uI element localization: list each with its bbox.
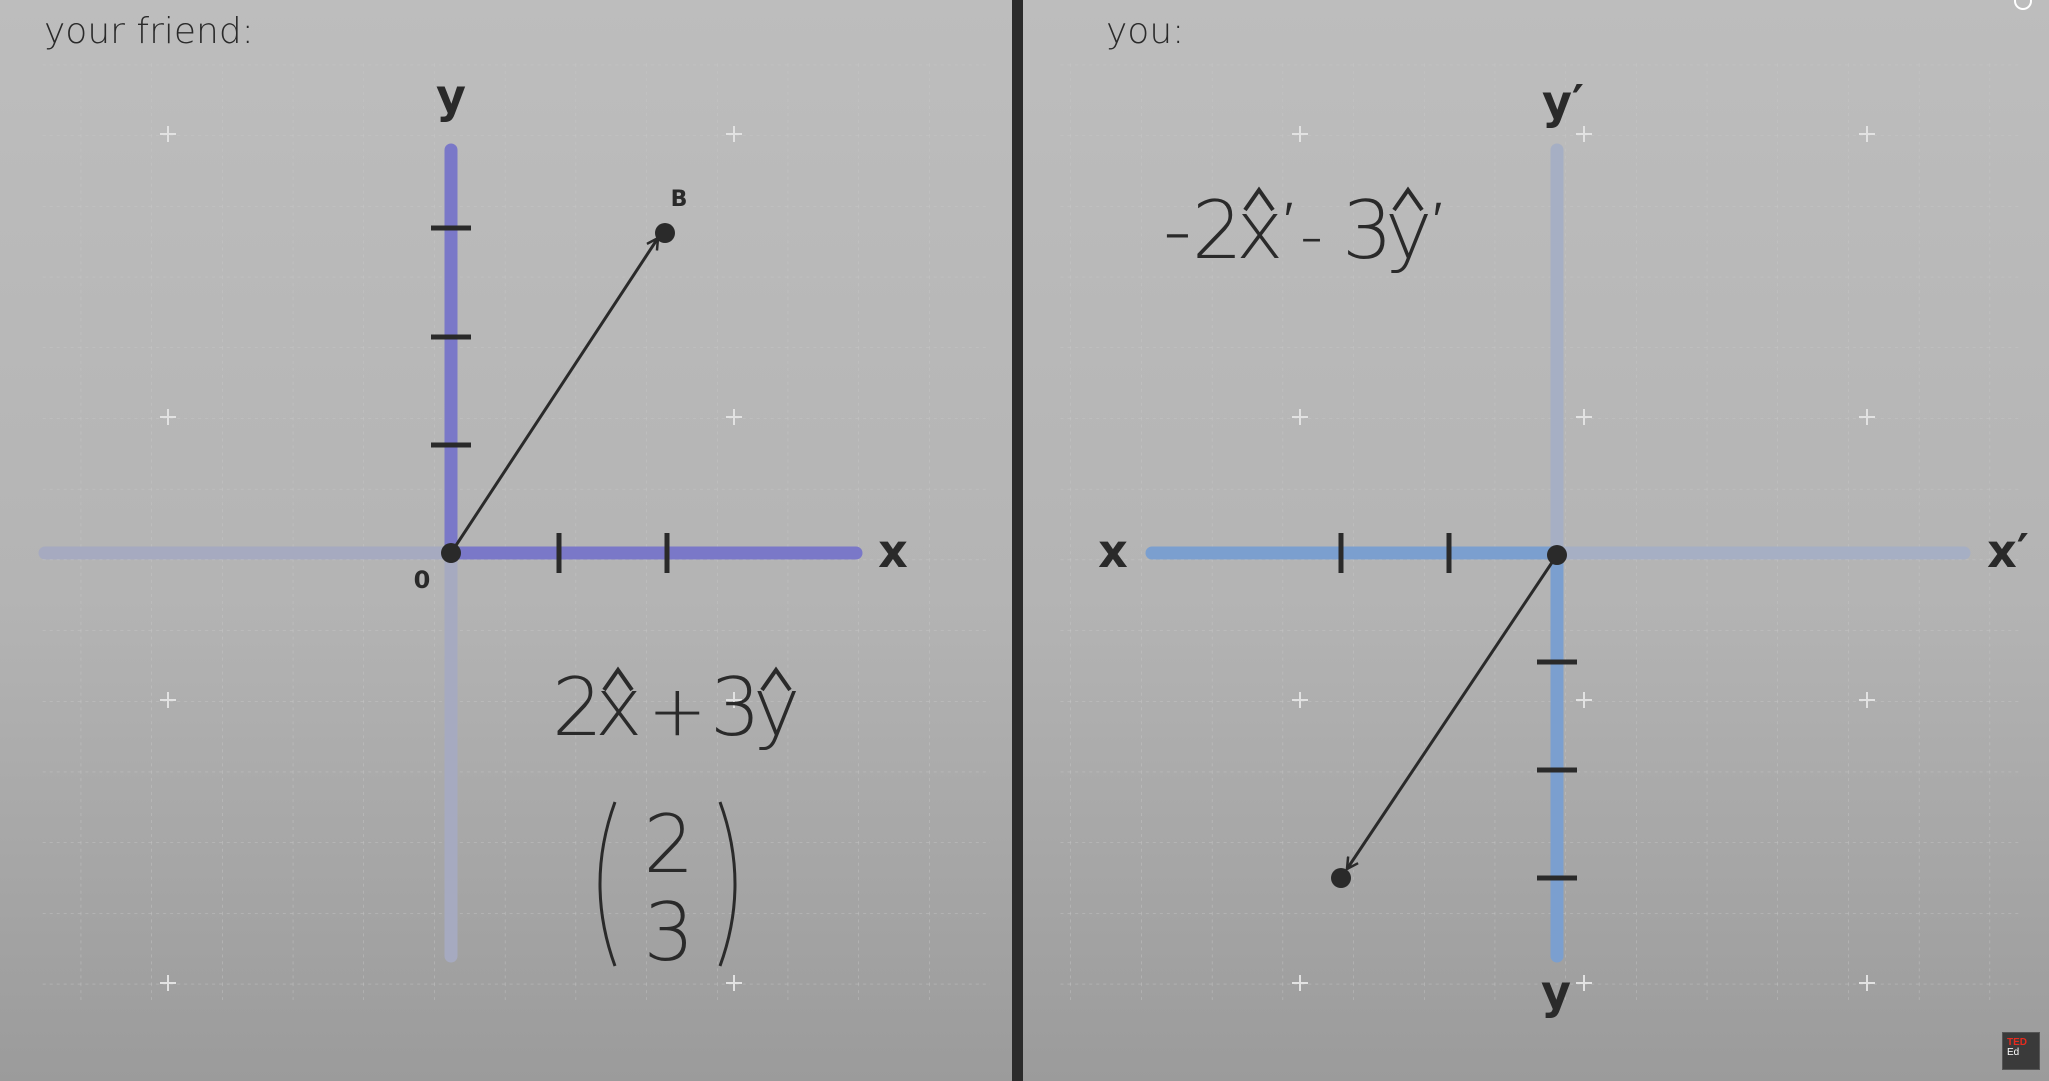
left-column-vector: 2 3	[598, 798, 737, 979]
right-eq-coef-y: 3	[1342, 184, 1393, 277]
right-eq-y-symbol: y	[1385, 184, 1432, 277]
grid-plus-marks	[160, 126, 1875, 991]
left-paren-close	[718, 801, 737, 967]
info-icon[interactable]	[2014, 0, 2032, 10]
point-b	[655, 223, 675, 243]
left-y-axis-label: y	[436, 69, 466, 123]
right-x-label: x	[1098, 524, 1128, 578]
right-eq-x-symbol: x	[1236, 184, 1283, 277]
right-eq-x-prime: ′	[1284, 192, 1293, 248]
left-axis-ticks	[431, 225, 670, 573]
right-origin-point	[1547, 545, 1567, 565]
left-paren-open	[598, 801, 617, 967]
left-eq-coef-y: 3	[710, 661, 761, 754]
left-eq-coef-x: 2	[552, 661, 603, 754]
right-eq-operator: -	[1300, 200, 1323, 274]
left-eq-x-hat-icon	[602, 666, 634, 692]
left-grid	[40, 60, 990, 1000]
right-equation: -2 x ′ - 3 y ′	[1163, 184, 1442, 277]
point-b-label: B	[671, 187, 688, 212]
left-x-axis-label: x	[878, 524, 908, 578]
column-vector-bottom: 3	[644, 886, 695, 979]
right-vector-endpoint	[1331, 868, 1351, 888]
right-eq-y-hat-icon	[1392, 186, 1424, 212]
right-eq-coef-x: -2	[1163, 184, 1243, 277]
left-panel-title: your friend:	[44, 11, 254, 52]
column-vector-top: 2	[644, 798, 695, 891]
ted-ed-logo[interactable]: TED Ed	[2002, 1032, 2040, 1070]
left-vector-arrow	[449, 238, 658, 554]
right-vector-arrow	[1347, 554, 1559, 869]
left-eq-operator: +	[648, 670, 707, 752]
right-eq-x-hat-icon	[1243, 186, 1275, 212]
left-eq-x-symbol: x	[595, 661, 642, 754]
right-axis-ticks	[1338, 533, 1577, 881]
origin-label: 0	[414, 566, 431, 594]
right-grid	[1060, 60, 2020, 1000]
right-panel-title: you:	[1106, 11, 1184, 52]
panel-divider	[1012, 0, 1023, 1081]
right-eq-y-prime: ′	[1433, 192, 1442, 248]
left-origin-point	[441, 543, 461, 563]
right-y-label: y	[1541, 965, 1571, 1019]
badge-line1: TED	[2007, 1037, 2027, 1048]
left-equation: 2 x + 3 y	[552, 661, 800, 754]
left-eq-y-hat-icon	[760, 666, 792, 692]
left-eq-y-symbol: y	[753, 661, 800, 754]
right-x-prime-label: x′	[1987, 524, 2029, 578]
badge-line2: Ed	[2007, 1047, 2020, 1058]
right-y-prime-label: y′	[1542, 75, 1584, 129]
